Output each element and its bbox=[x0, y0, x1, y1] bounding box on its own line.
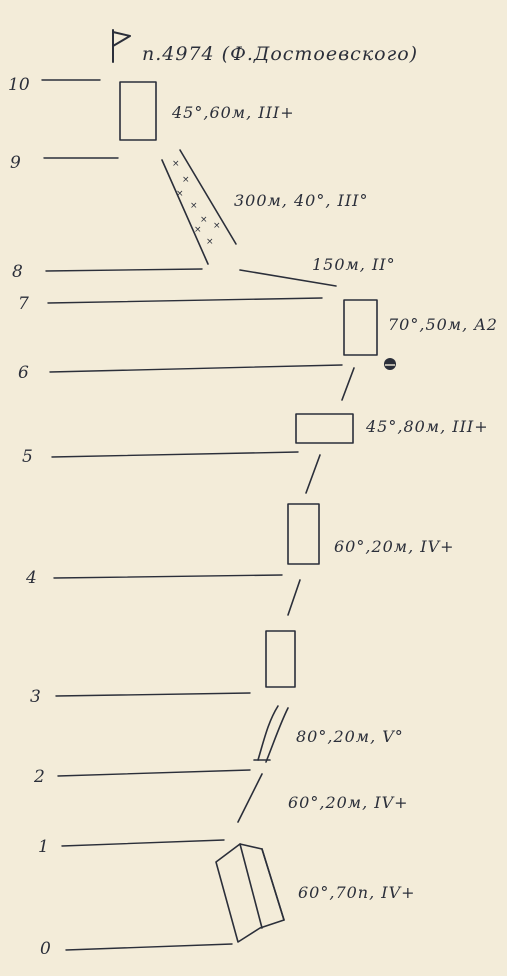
level-5-label: 5 bbox=[22, 447, 33, 467]
level-1-label: 1 bbox=[38, 837, 49, 857]
level-6-line bbox=[49, 364, 343, 373]
level-9-label: 9 bbox=[10, 153, 21, 173]
route-label-4-5: 60°,20м, IV+ bbox=[334, 537, 455, 556]
level-2-label: 2 bbox=[33, 767, 45, 787]
svg-text:×: × bbox=[182, 175, 190, 185]
pitch-2-3-crack bbox=[253, 705, 289, 763]
route-label-6-7: 70°,50м, A2 bbox=[388, 315, 498, 334]
route-label-8-9: 300м, 40°, III° bbox=[234, 191, 368, 210]
level-3-label: 3 bbox=[30, 687, 41, 707]
svg-text:×: × bbox=[176, 189, 184, 199]
route-label-9-10: 45°,60м, III+ bbox=[171, 103, 295, 122]
summit-flag-icon bbox=[112, 29, 131, 63]
pitch-3-4-line bbox=[287, 579, 301, 616]
route-label-7-8: 150м, II° bbox=[312, 255, 396, 274]
level-1-line bbox=[61, 839, 225, 847]
level-8-label: 8 bbox=[12, 262, 23, 282]
route-label-5-6: 45°,80м, III+ bbox=[365, 417, 489, 436]
svg-text:×: × bbox=[194, 225, 202, 235]
level-3-line bbox=[55, 692, 251, 697]
pitch-3-4-rect bbox=[265, 630, 296, 688]
pitch-8-9-snow-couloir: × × × × × × × × bbox=[161, 149, 237, 265]
svg-text:×: × bbox=[172, 159, 180, 169]
level-5-line bbox=[51, 451, 299, 458]
level-4-label: 4 bbox=[25, 568, 37, 588]
pitch-0-1-block bbox=[215, 843, 285, 943]
level-7-line bbox=[47, 297, 323, 304]
svg-text:×: × bbox=[190, 201, 198, 211]
route-label-2-3: 80°,20м, V° bbox=[296, 727, 404, 746]
level-7-label: 7 bbox=[18, 294, 29, 314]
pitch-7-8-line bbox=[239, 269, 337, 287]
level-0-label: 0 bbox=[40, 939, 51, 959]
route-label-0-1: 60°,70п, IV+ bbox=[298, 883, 416, 902]
level-6-label: 6 bbox=[18, 363, 29, 383]
pitch-6-7-rect bbox=[343, 299, 378, 356]
pitch-5-6-line bbox=[341, 367, 355, 401]
level-8-line bbox=[45, 268, 203, 272]
level-lines bbox=[41, 79, 343, 951]
svg-text:×: × bbox=[200, 215, 208, 225]
snow-icon: × × × × × × × × bbox=[172, 159, 221, 247]
pitch-9-10-rect bbox=[119, 81, 157, 141]
level-10-label: 10 bbox=[8, 75, 30, 95]
pitch-1-2-line bbox=[237, 773, 263, 823]
pitch-4-5-rect bbox=[287, 503, 320, 565]
route-label-1-2: 60°,20м, IV+ bbox=[288, 793, 409, 812]
level-4-line bbox=[53, 574, 283, 579]
level-0-line bbox=[65, 943, 233, 951]
route-title: п.4974 (Ф.Достоевского) bbox=[142, 43, 418, 65]
bivouac-icon bbox=[384, 358, 396, 370]
pitch-5-6-rect bbox=[295, 413, 354, 444]
level-2-line bbox=[57, 769, 251, 777]
pitch-4-5-line bbox=[305, 454, 321, 494]
svg-text:×: × bbox=[206, 237, 214, 247]
svg-text:×: × bbox=[213, 221, 221, 231]
